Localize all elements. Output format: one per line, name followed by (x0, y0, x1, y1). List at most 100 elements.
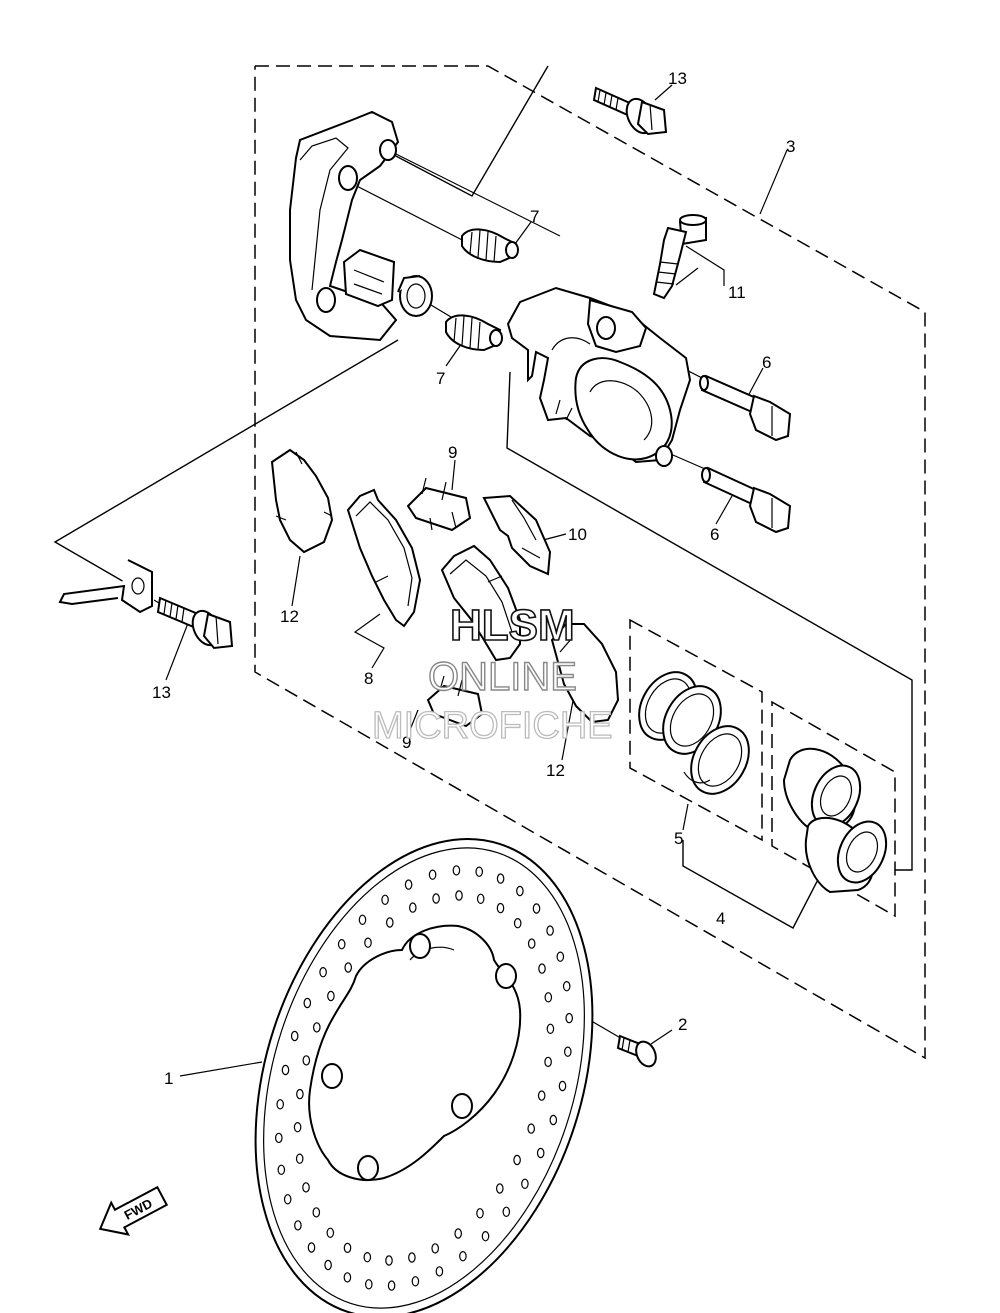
disc-hole (454, 1228, 463, 1239)
disc-hole (513, 1154, 521, 1166)
disc-hole (312, 1207, 321, 1218)
disc-hole (408, 902, 417, 913)
group-lines (53, 65, 913, 929)
flange-bolt-left (156, 596, 234, 650)
disc-hole (544, 1056, 552, 1068)
disc-hole (432, 893, 440, 904)
callout-3: 3 (786, 137, 795, 156)
disc-hole (459, 1250, 467, 1262)
disc-hole (527, 938, 536, 949)
disc-hole (324, 1259, 332, 1271)
disc-hole (364, 1279, 373, 1290)
disc-hole (513, 918, 522, 929)
disc-hole (307, 1242, 316, 1253)
disc-hole (404, 879, 413, 890)
callout-6-upper: 6 (762, 353, 771, 372)
disc-hole (337, 939, 346, 950)
disc-hole (381, 894, 389, 906)
disc-hole (408, 1252, 416, 1263)
disc-hole (363, 1251, 372, 1263)
callout-12-left: 12 (280, 607, 299, 626)
disc-hole (496, 873, 505, 884)
disc-hole (312, 1022, 321, 1033)
watermark-line-3: MICROFICHE (372, 705, 613, 747)
disc-bolt (616, 1034, 657, 1068)
disc-hole (302, 1182, 310, 1193)
disc-hole (387, 1280, 396, 1291)
disc-hole (562, 981, 571, 992)
callout-1: 1 (164, 1069, 173, 1088)
slide-pin-lower (701, 466, 792, 534)
disc-hole (283, 1194, 292, 1205)
disc-hole (327, 990, 335, 1002)
pad-shim-left (270, 448, 334, 554)
callout-8: 8 (364, 669, 373, 688)
disc-hole (302, 1055, 311, 1066)
pad-retainer (482, 494, 552, 576)
caliper-piston (782, 747, 888, 894)
disc-hole (516, 885, 524, 897)
disc-hole (532, 903, 541, 914)
callout-7-upper: 7 (530, 207, 539, 226)
disc-hole (411, 1276, 420, 1287)
caliper-body (506, 286, 692, 467)
callout-13-top: 13 (668, 69, 687, 88)
callout-9-upper: 9 (448, 443, 457, 462)
disc-hole (537, 1090, 546, 1101)
disc-hole (496, 902, 505, 914)
disc-drill-holes (274, 865, 574, 1291)
callout-9-lower: 9 (402, 733, 411, 752)
flange-bolt-top (592, 86, 668, 136)
disc-hole (431, 1243, 440, 1254)
callout-2: 2 (678, 1015, 687, 1034)
disc-hole (364, 937, 372, 948)
watermark: HLSM ONLINE MICROFICHE (371, 600, 613, 747)
pad-spring-lower (426, 675, 484, 728)
watermark-line-2: ONLINE (428, 655, 577, 699)
disc-hole (435, 1266, 444, 1277)
callout-labels: 1 2 3 4 5 6 6 7 7 8 9 9 10 11 12 12 13 1… (152, 69, 795, 1088)
disc-hole (274, 1132, 283, 1144)
callout-7-lower: 7 (436, 369, 445, 388)
callout-4: 4 (716, 909, 725, 928)
assembly-outline-caliper (254, 65, 926, 1060)
disc-hole (277, 1164, 286, 1176)
disc-hole (344, 962, 353, 973)
caliper-bracket (289, 110, 433, 342)
disc-hole (455, 890, 463, 901)
disc-hole (294, 1220, 302, 1231)
disc-hole (502, 1206, 511, 1218)
disc-hole (546, 1023, 555, 1035)
disc-hole (290, 1030, 299, 1042)
disc-hole (556, 951, 565, 962)
brake-disc (254, 837, 594, 1313)
disc-hole (476, 893, 485, 905)
pad-pin-clip (58, 559, 153, 614)
disc-hole (326, 1227, 335, 1239)
disc-hole (303, 997, 312, 1009)
disc-hole (296, 1088, 304, 1100)
slide-pin-upper (699, 374, 792, 442)
disc-hole (565, 1012, 574, 1024)
piston-seal-kit (638, 671, 750, 795)
assembly-outline-piston-kit (771, 700, 896, 918)
disc-hole (549, 1114, 558, 1126)
fwd-arrow-icon: FWD (98, 1185, 169, 1236)
disc-hole (536, 1147, 545, 1159)
pad-shim-right (550, 623, 620, 724)
disc-hole (343, 1242, 352, 1254)
pin-boot-upper (461, 228, 519, 264)
disc-hole (276, 1099, 285, 1110)
disc-hole (428, 869, 437, 880)
disc-hole (385, 1255, 393, 1266)
watermark-line-1: HLSM (450, 601, 575, 650)
callout-5: 5 (674, 829, 683, 848)
disc-hole (546, 925, 554, 936)
disc-hole (281, 1064, 290, 1076)
disc-hole (521, 1178, 529, 1190)
callout-6-lower: 6 (710, 525, 719, 544)
disc-hole (452, 865, 461, 876)
disc-hole (476, 1208, 484, 1219)
disc-hole (563, 1046, 572, 1057)
